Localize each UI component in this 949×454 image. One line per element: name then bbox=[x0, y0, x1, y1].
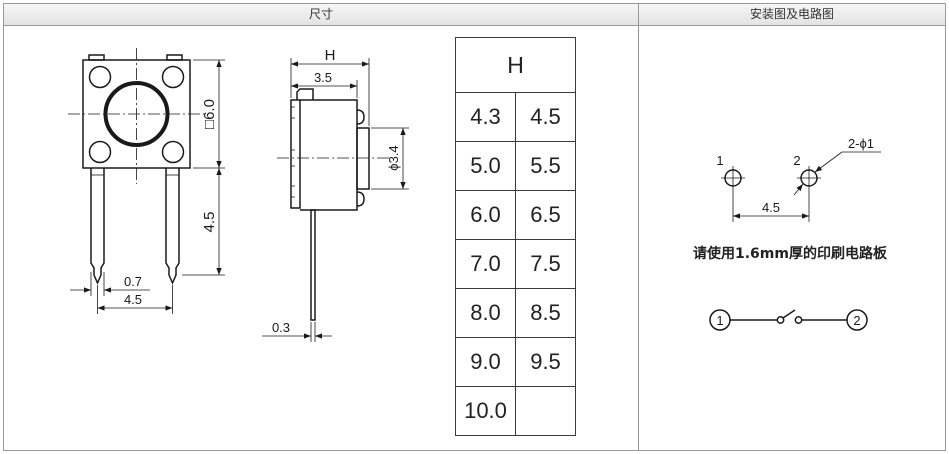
height-value-cell: 7.5 bbox=[515, 239, 576, 289]
side-view bbox=[277, 88, 393, 321]
side-view-dimensions: H 3.5 ϕ3.4 0.3 bbox=[262, 47, 409, 342]
mounting-circuit-header: 安装图及电路图 bbox=[639, 4, 945, 26]
pin-left bbox=[90, 168, 105, 285]
height-value-cell: 9.0 bbox=[455, 337, 516, 387]
hole-2-label: 2 bbox=[793, 153, 800, 168]
lead bbox=[310, 209, 316, 321]
height-value-cell bbox=[515, 386, 576, 436]
panel-divider bbox=[638, 4, 639, 450]
cover-top-tab bbox=[296, 88, 314, 100]
height-column-header: H bbox=[455, 37, 576, 93]
height-value-cell: 6.5 bbox=[515, 190, 576, 240]
height-value-cell: 6.0 bbox=[455, 190, 516, 240]
cover-plate-notches bbox=[291, 106, 295, 198]
actuator-stem bbox=[356, 127, 370, 190]
pin-pitch-label: 4.5 bbox=[124, 292, 142, 307]
table-row: 5.0 5.5 bbox=[455, 141, 576, 191]
hole-leader-line bbox=[793, 183, 804, 196]
corner-post-top-right bbox=[161, 65, 185, 89]
height-value-cell: 4.5 bbox=[515, 92, 576, 142]
table-row: 8.0 8.5 bbox=[455, 288, 576, 338]
top-tab-right bbox=[166, 54, 183, 61]
pin-right bbox=[165, 168, 180, 285]
height-value-cell: 8.5 bbox=[515, 288, 576, 338]
housing bbox=[300, 99, 358, 211]
terminal-2-label: 2 bbox=[853, 313, 860, 328]
table-row: 9.0 9.5 bbox=[455, 337, 576, 387]
hole-spec-label: 2-ϕ1 bbox=[848, 136, 874, 151]
body-depth-label: 3.5 bbox=[314, 70, 332, 85]
switch-contact-left bbox=[776, 316, 785, 324]
corner-post-top-left bbox=[88, 65, 112, 89]
terminal-1-label: 1 bbox=[716, 313, 723, 328]
hole-leader-line bbox=[814, 151, 843, 173]
dimensions-header: 尺寸 bbox=[4, 4, 638, 26]
pin-width-label: 0.7 bbox=[124, 274, 142, 289]
hole-1-label: 1 bbox=[716, 153, 723, 168]
height-table: H 4.3 4.5 5.0 5.5 6.0 6.5 7.0 7.5 8.0 8.… bbox=[455, 37, 576, 436]
table-row: 7.0 7.5 bbox=[455, 239, 576, 289]
pcb-hole-layout: 1 2 2-ϕ1 4.5 请使用1.6mm厚的印刷电路板 bbox=[693, 136, 888, 262]
table-row: 6.0 6.5 bbox=[455, 190, 576, 240]
hole-pitch-label: 4.5 bbox=[762, 200, 780, 215]
housing-boss-bottom bbox=[356, 191, 365, 207]
pcb-thickness-note: 请使用1.6mm厚的印刷电路板 bbox=[693, 245, 888, 262]
body-size-label: □6.0 bbox=[201, 99, 218, 129]
height-value-cell: 5.0 bbox=[455, 141, 516, 191]
height-value-cell: 10.0 bbox=[455, 386, 516, 436]
height-value-cell: 9.5 bbox=[515, 337, 576, 387]
front-view-dimensions: □6.0 4.5 0.7 4.5 bbox=[70, 59, 225, 314]
table-row: 10.0 bbox=[455, 386, 576, 436]
actuator-diameter-label: ϕ3.4 bbox=[386, 145, 401, 170]
table-header-row: H bbox=[455, 37, 576, 93]
switch-contact-right bbox=[794, 316, 803, 324]
height-value-cell: 8.0 bbox=[455, 288, 516, 338]
cover-plate bbox=[290, 99, 301, 209]
height-value-cell: 4.3 bbox=[455, 92, 516, 142]
corner-post-bottom-left bbox=[88, 140, 112, 164]
sheet-frame bbox=[3, 3, 946, 451]
front-view bbox=[68, 48, 207, 285]
circuit-diagram: 1 2 bbox=[709, 309, 868, 331]
top-tab-left bbox=[88, 54, 105, 61]
height-value-cell: 5.5 bbox=[515, 141, 576, 191]
height-label: H bbox=[325, 47, 336, 64]
switch-blade bbox=[782, 309, 796, 319]
terminal-2-circle bbox=[846, 309, 868, 331]
height-value-cell: 7.0 bbox=[455, 239, 516, 289]
corner-post-bottom-right bbox=[161, 140, 185, 164]
lead-thickness-label: 0.3 bbox=[272, 320, 290, 335]
leg-length-label: 4.5 bbox=[201, 212, 218, 233]
housing-boss-top bbox=[356, 109, 365, 125]
table-row: 4.3 4.5 bbox=[455, 92, 576, 142]
